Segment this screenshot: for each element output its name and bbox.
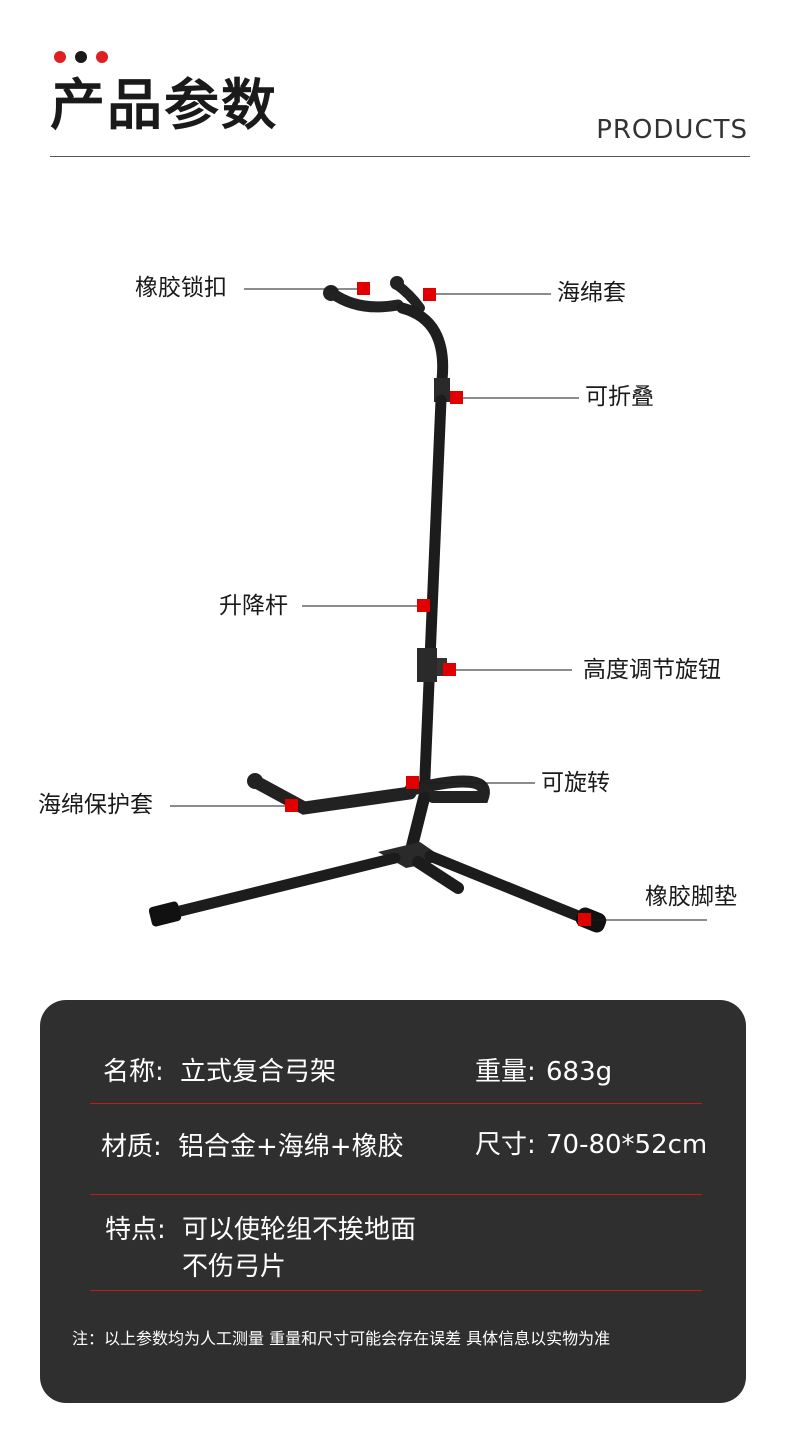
spec-feature-line2: 不伤弓片 [182, 1252, 287, 1282]
dot-red-1 [54, 51, 66, 63]
callout-markers [285, 282, 591, 926]
spec-size-label: 尺寸: [475, 1130, 536, 1160]
page-subtitle: PRODUCTS [596, 115, 748, 145]
callout-lines [170, 288, 707, 921]
marker-lifting-rod [417, 599, 430, 612]
marker-rubber-lock [357, 282, 370, 295]
dot-red-2 [96, 51, 108, 63]
spec-feature-line1: 可以使轮组不挨地面 [182, 1215, 417, 1245]
spec-name-value: 立式复合弓架 [180, 1057, 337, 1087]
label-height-knob: 高度调节旋钮 [583, 657, 721, 683]
label-lifting-rod: 升降杆 [219, 593, 288, 619]
disclaimer-note: 注：以上参数均为人工测量 重量和尺寸可能会存在误差 具体信息以实物为准 [72, 1329, 611, 1348]
bow-stand-illustration [148, 276, 707, 933]
label-rubber-foot: 橡胶脚垫 [645, 884, 737, 910]
spec-feature-label: 特点: [105, 1215, 166, 1245]
marker-height-knob [443, 663, 456, 676]
label-foldable: 可折叠 [585, 384, 654, 410]
page-title: 产品参数 [50, 73, 279, 137]
label-sponge-guard: 海绵保护套 [38, 792, 153, 818]
label-rubber-lock: 橡胶锁扣 [135, 275, 227, 301]
spec-material-value: 铝合金+海绵+橡胶 [178, 1132, 404, 1162]
marker-sponge-sleeve [423, 288, 436, 301]
spec-material-label: 材质: [101, 1132, 162, 1162]
spec-name-label: 名称: [103, 1057, 164, 1087]
marker-rubber-foot [578, 913, 591, 926]
label-sponge-sleeve: 海绵套 [557, 280, 626, 306]
header-divider [50, 156, 750, 157]
spec-weight-label: 重量: [475, 1057, 536, 1087]
stand-drawing [148, 276, 607, 933]
dot-black [75, 51, 87, 63]
marker-foldable [450, 391, 463, 404]
marker-rotatable [406, 776, 419, 789]
label-rotatable: 可旋转 [541, 770, 610, 796]
spec-divider-1 [90, 1103, 702, 1104]
marker-sponge-guard [285, 799, 298, 812]
spec-divider-3 [90, 1290, 702, 1291]
spec-weight-value: 683g [546, 1057, 613, 1087]
spec-divider-2 [90, 1194, 702, 1195]
spec-size-value: 70-80*52cm [546, 1130, 708, 1160]
spec-panel: 名称: 立式复合弓架 重量: 683g 材质: 铝合金+海绵+橡胶 尺寸: 70… [40, 1000, 746, 1403]
